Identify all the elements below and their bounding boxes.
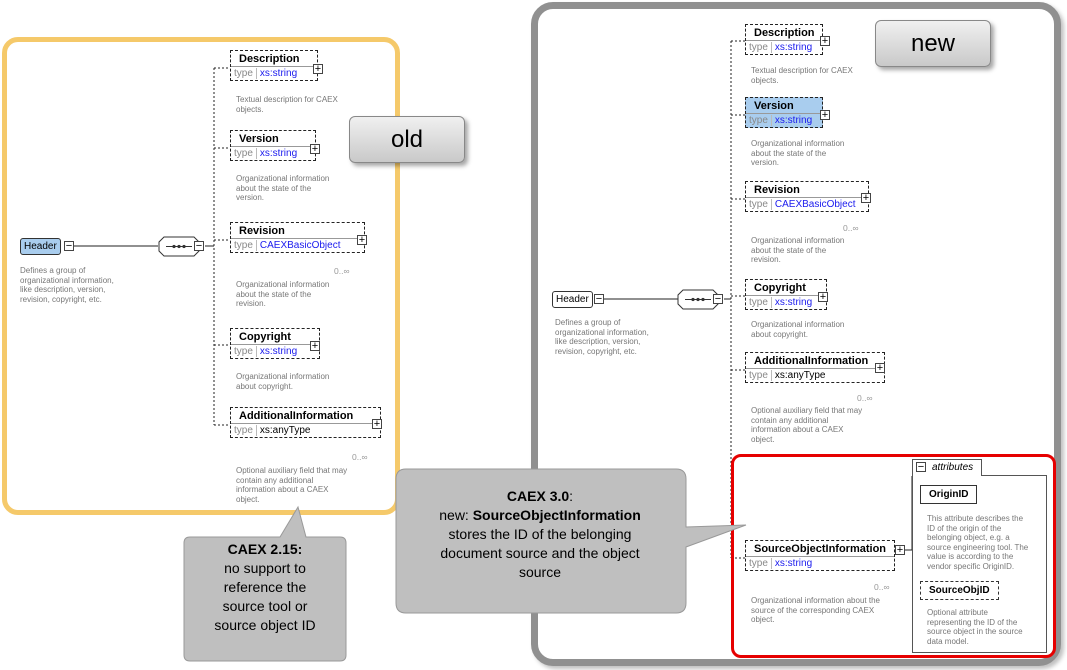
- expand-icon[interactable]: +: [310, 340, 320, 352]
- expand-icon[interactable]: +: [357, 234, 367, 246]
- expand-icon[interactable]: +: [820, 109, 830, 121]
- collapse-icon[interactable]: −: [594, 293, 604, 305]
- cardinality: 0..∞: [352, 452, 368, 462]
- expand-icon[interactable]: +: [895, 544, 905, 556]
- old-badge: old: [349, 116, 465, 163]
- new-callout: CAEX 3.0: new: SourceObjectInformation s…: [439, 488, 641, 580]
- expand-icon[interactable]: +: [310, 143, 320, 155]
- new-callout-shape: [395, 468, 747, 614]
- cardinality: 0..∞: [334, 266, 350, 276]
- header-element[interactable]: Header: [552, 291, 593, 308]
- expand-icon[interactable]: +: [818, 291, 828, 303]
- old-callout-shape: [183, 505, 347, 662]
- header-label: Header: [24, 241, 57, 252]
- collapse-icon[interactable]: −: [64, 240, 74, 252]
- new-badge: new: [875, 20, 991, 67]
- expand-icon[interactable]: +: [861, 192, 871, 204]
- header-element[interactable]: Header: [20, 238, 61, 255]
- attribute-source-obj-id[interactable]: SourceObjID: [920, 581, 999, 600]
- collapse-icon[interactable]: −: [713, 293, 723, 305]
- attribute-origin-id[interactable]: OriginID: [920, 485, 978, 504]
- cardinality: 0..∞: [857, 393, 873, 403]
- header-label: Header: [556, 294, 589, 305]
- old-callout: CAEX 2.15: no support to reference the s…: [214, 541, 316, 633]
- sequence-icon[interactable]: [158, 236, 206, 258]
- expand-icon[interactable]: +: [313, 63, 323, 75]
- collapse-icon[interactable]: −: [916, 461, 926, 473]
- sequence-icon[interactable]: [677, 289, 725, 311]
- expand-icon[interactable]: +: [372, 418, 382, 430]
- expand-icon[interactable]: +: [875, 362, 885, 374]
- collapse-icon[interactable]: −: [194, 240, 204, 252]
- expand-icon[interactable]: +: [820, 35, 830, 47]
- cardinality: 0..∞: [843, 223, 859, 233]
- cardinality: 0..∞: [874, 582, 890, 592]
- new-feature-highlight: [731, 454, 1056, 658]
- attributes-tab[interactable]: attributes: [912, 459, 982, 476]
